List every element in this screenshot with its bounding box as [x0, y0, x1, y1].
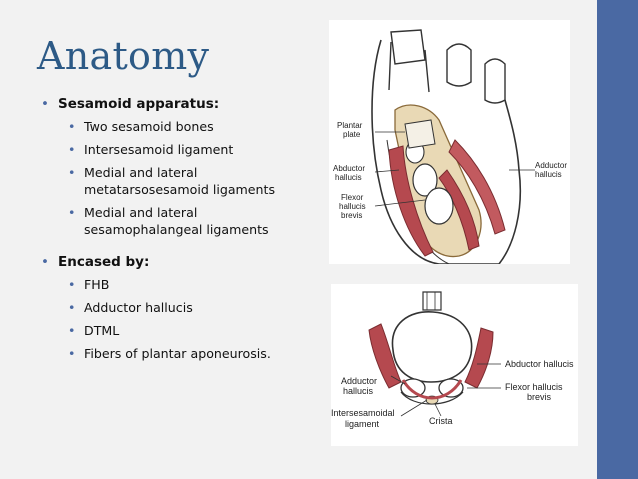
bullet-heading-sesamoid: Sesamoid apparatus: [38, 96, 318, 112]
bullet-item: Medial and lateral metatarsosesamoid lig… [38, 164, 318, 198]
label-flexor-hallucis-brevis: Flexor hallucis [505, 382, 563, 392]
bullet-item: Adductor hallucis [38, 299, 318, 316]
label-plantar-plate-2: plate [343, 130, 361, 139]
bullet-item: Two sesamoid bones [38, 118, 318, 135]
label-abductor-2: hallucis [335, 173, 362, 182]
plantar-forefoot-illustration: Plantar plate Abductor hallucis Flexor h… [329, 20, 570, 264]
label-crista: Crista [429, 416, 453, 426]
accent-side-bar [597, 0, 638, 479]
bullet-item: DTML [38, 322, 318, 339]
cross-section-illustration: Abductor hallucis Adductor hallucis Flex… [331, 284, 578, 446]
bullet-heading-encased: Encased by: [38, 254, 318, 270]
bullet-item: Medial and lateral sesamophalangeal liga… [38, 204, 318, 238]
label-flexor-hallucis-brevis-2: brevis [527, 392, 552, 402]
slide-title: Anatomy [37, 34, 210, 78]
bullet-item: Fibers of plantar aponeurosis. [38, 345, 318, 362]
label-abductor: Abductor [333, 164, 365, 173]
bullet-item: Intersesamoid ligament [38, 141, 318, 158]
label-flexor-3: brevis [341, 211, 362, 220]
label-intersesamoidal-ligament: Intersesamoidal [331, 408, 395, 418]
label-flexor: Flexor [341, 193, 364, 202]
label-adductor-hallucis: Adductor [341, 376, 377, 386]
label-plantar-plate: Plantar [337, 121, 363, 130]
label-adductor-hallucis-2: hallucis [343, 386, 374, 396]
bullet-item: FHB [38, 276, 318, 293]
label-intersesamoidal-ligament-2: ligament [345, 419, 380, 429]
label-flexor-2: hallucis [339, 202, 366, 211]
bullet-list: Sesamoid apparatus: Two sesamoid bones I… [38, 96, 318, 368]
label-abductor-hallucis: Abductor hallucis [505, 359, 574, 369]
label-adductor: Adductor [535, 161, 567, 170]
label-adductor-2: hallucis [535, 170, 562, 179]
